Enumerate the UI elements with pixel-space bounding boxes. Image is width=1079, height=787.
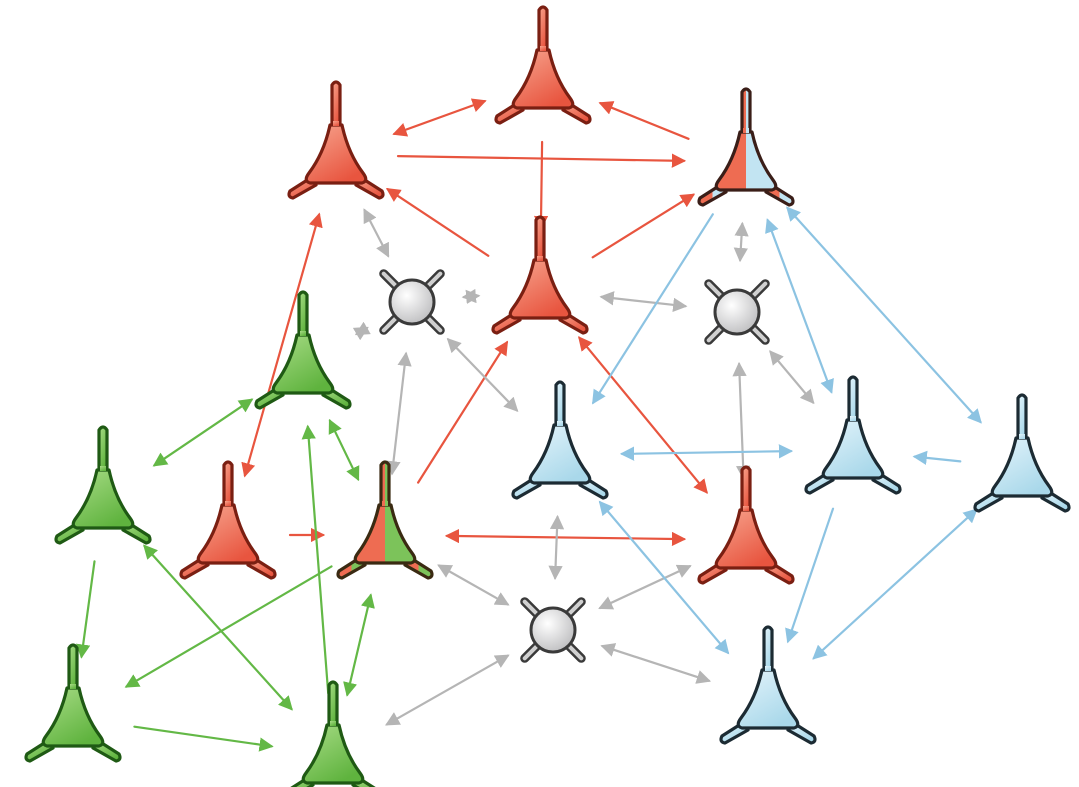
connection-r-top-to-r-center: [533, 140, 549, 231]
connection-rb-upper-right-to-b-far-right: [786, 206, 982, 424]
neuron-g-bottom: [290, 680, 376, 787]
connections-layer: [76, 98, 982, 752]
connection-rb-upper-right-to-i-right: [733, 221, 749, 263]
connection-i-bottom-to-g-bottom: [385, 654, 510, 726]
neuron-r-lower-right: [697, 465, 795, 585]
connection-i-left-to-r-center: [461, 288, 481, 305]
connection-b-center-to-i-bottom: [548, 514, 565, 581]
connection-b-right-to-b-bottom: [785, 507, 835, 644]
connection-g-left-to-g-bottom: [143, 544, 293, 711]
connection-b-far-right-to-b-right: [912, 450, 962, 465]
connection-r-upper-left-to-r-lower-left: [241, 212, 323, 478]
connection-i-left-to-rg-center: [386, 351, 412, 476]
neuron-g-bottom-left: [24, 643, 122, 763]
neuron-b-right: [804, 375, 902, 495]
connection-i-left-to-b-center: [446, 337, 519, 412]
connection-r-upper-left-to-r-top: [392, 98, 487, 137]
connection-rb-upper-right-to-b-center: [592, 213, 714, 405]
connection-g-bottom-to-g-upper: [301, 424, 330, 695]
neuron-b-center: [511, 380, 609, 500]
connection-r-center-to-i-right: [599, 291, 688, 312]
connection-g-bottom-to-rg-center: [343, 593, 375, 697]
interneuron-i-right: [704, 279, 770, 345]
interneuron-i-left: [379, 269, 445, 335]
connection-rg-center-to-i-bottom: [437, 564, 510, 606]
neuron-r-center: [491, 215, 589, 335]
neuron-rb-upper-right: [697, 87, 795, 207]
connection-g-left-to-g-bottom-left: [76, 560, 96, 659]
connection-r-upper-left-to-i-left: [363, 208, 390, 258]
connection-i-right-to-b-right: [769, 350, 815, 405]
connection-r-center-to-rb-upper-right: [591, 193, 696, 259]
neuron-r-upper-left: [287, 80, 385, 200]
connection-b-far-right-to-b-bottom: [812, 508, 978, 660]
neuron-r-top: [494, 5, 592, 125]
connection-r-lower-right-to-i-bottom: [598, 564, 692, 610]
connection-b-right-to-b-center: [619, 444, 794, 461]
connection-g-upper-to-g-left: [152, 398, 254, 467]
connection-i-left-to-g-upper: [352, 321, 371, 341]
connection-i-bottom-to-b-bottom: [600, 643, 712, 684]
connection-rg-center-to-r-lower-right: [444, 528, 687, 547]
connection-r-center-to-r-lower-right: [578, 336, 708, 494]
connection-rg-center-to-g-bottom-left: [124, 565, 333, 688]
neuron-rg-center: [336, 460, 434, 580]
connection-i-right-to-r-lower-right: [732, 361, 751, 481]
connection-b-center-to-b-bottom: [598, 500, 730, 655]
interneuron-i-bottom: [520, 597, 586, 663]
connection-r-center-to-r-upper-left: [385, 188, 490, 257]
connection-rb-upper-right-to-r-top: [598, 101, 690, 140]
neurons-layer: [24, 5, 1071, 787]
neuron-b-bottom: [719, 625, 817, 745]
neuron-b-far-right: [973, 393, 1071, 513]
connection-rg-center-to-r-center: [417, 340, 509, 484]
neuron-r-lower-left: [179, 460, 277, 580]
neuron-g-upper: [254, 290, 352, 410]
connection-g-bottom-left-to-g-bottom: [133, 725, 274, 752]
neuron-g-left: [54, 425, 152, 545]
connection-g-upper-to-rg-center: [328, 418, 360, 482]
